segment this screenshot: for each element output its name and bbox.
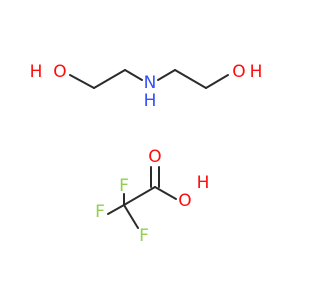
atom-nitrogen: N	[144, 73, 157, 93]
diethanolamine-structure: H O N H O H	[30, 62, 263, 111]
atom-oxygen-hydroxyl: O	[178, 191, 191, 211]
atom-hydrogen-on-nitrogen: H	[144, 91, 157, 111]
atom-hydrogen-hydroxyl: H	[197, 173, 210, 193]
bond-cf3-ccarboxyl	[123, 186, 156, 206]
bond-cf3-f-bottom	[123, 204, 139, 229]
structure-canvas: H O N H O H F F F O O H	[30, 62, 263, 246]
atom-oxygen-carbonyl: O	[148, 147, 161, 167]
bond-c1-c2	[93, 69, 126, 89]
trifluoroacetic-acid-structure: F F F O O H	[95, 147, 209, 246]
bond-n-c3	[157, 69, 176, 81]
bond-c3-c4	[174, 69, 207, 89]
atom-fluorine-bottom: F	[139, 226, 149, 246]
bond-c2-n	[124, 69, 143, 81]
bond-c4-o	[205, 74, 229, 89]
bond-cf3-f-left	[107, 204, 125, 215]
atom-hydrogen-left: H	[30, 62, 43, 82]
atom-oxygen-right: O	[232, 62, 245, 82]
bond-o-c1	[69, 74, 95, 89]
bond-c-oh	[154, 186, 177, 200]
atom-oxygen-left: O	[53, 62, 66, 82]
atom-fluorine-left: F	[95, 202, 105, 222]
atom-fluorine-top: F	[119, 176, 129, 196]
atom-hydrogen-right: H	[250, 62, 263, 82]
